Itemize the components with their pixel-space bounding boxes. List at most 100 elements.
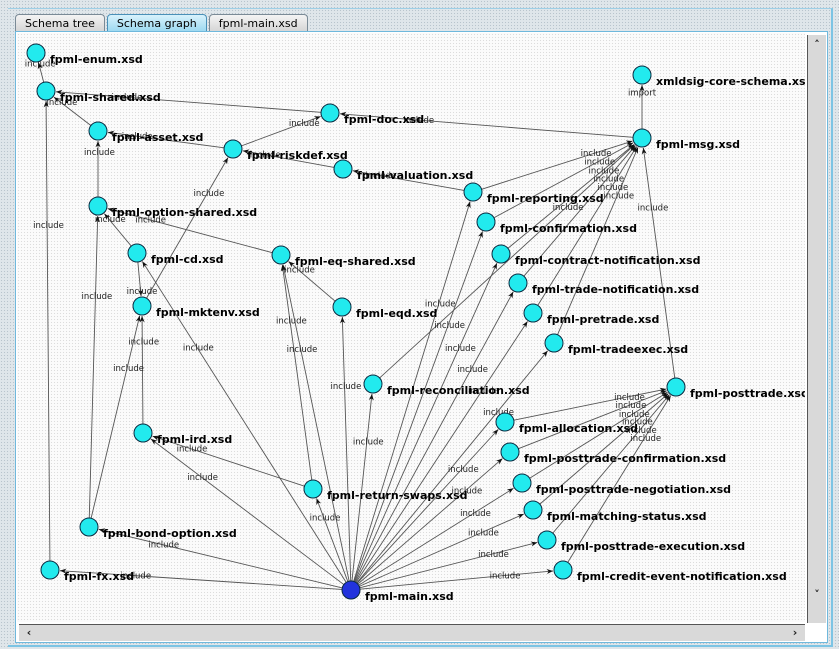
node-fpml-credit-event-notification[interactable]: fpml-credit-event-notification.xsd [553, 560, 787, 583]
scroll-down-icon[interactable]: ˅ [814, 588, 820, 601]
node-circle[interactable] [88, 121, 108, 141]
node-fpml-bond-option[interactable]: fpml-bond-option.xsd [79, 517, 237, 540]
node-circle[interactable] [79, 517, 99, 537]
node-fpml-confirmation[interactable]: fpml-confirmation.xsd [476, 212, 637, 235]
node-fpml-allocation[interactable]: fpml-allocation.xsd [495, 412, 638, 435]
node-circle[interactable] [544, 333, 564, 353]
node-circle[interactable] [88, 196, 108, 216]
node-fpml-ird[interactable]: fpml-ird.xsd [133, 423, 232, 446]
node-fpml-asset[interactable]: fpml-asset.xsd [88, 121, 203, 144]
node-circle[interactable] [26, 43, 46, 63]
node-circle[interactable] [508, 273, 528, 293]
node-circle[interactable] [271, 245, 291, 265]
scroll-right-icon[interactable]: › [792, 626, 798, 639]
node-circle[interactable] [495, 412, 515, 432]
edge-label: include [614, 393, 645, 403]
node-fpml-posttrade-execution[interactable]: fpml-posttrade-execution.xsd [537, 530, 745, 553]
edge-label: include [81, 292, 112, 302]
edge-fpml-main-to-fpml-credit-event-notification [359, 569, 554, 590]
node-circle[interactable] [476, 212, 496, 232]
edge-fpml-doc-to-fpml-shared [55, 89, 322, 113]
node-fpml-shared[interactable]: fpml-shared.xsd [36, 81, 161, 104]
node-label: fpml-pretrade.xsd [547, 313, 659, 326]
node-circle[interactable] [303, 479, 323, 499]
node-label: fpml-option-shared.xsd [112, 206, 257, 219]
edge-label: include [194, 189, 225, 199]
node-circle[interactable] [320, 103, 340, 123]
node-label: fpml-tradeexec.xsd [568, 343, 688, 356]
node-fpml-enum[interactable]: fpml-enum.xsd [26, 43, 143, 66]
edge-label: include [365, 171, 396, 181]
node-circle[interactable] [40, 560, 60, 580]
scroll-left-icon[interactable]: ‹ [26, 626, 32, 639]
node-circle[interactable] [132, 296, 152, 316]
edge-label: include [128, 338, 159, 348]
node-circle[interactable] [333, 159, 353, 179]
edge-label: include [112, 93, 143, 103]
tab-schema-graph[interactable]: Schema graph [106, 14, 207, 32]
node-circle[interactable] [36, 81, 56, 101]
node-fpml-fx[interactable]: fpml-fx.xsd [40, 560, 134, 583]
edge-label: include [148, 541, 179, 551]
node-fpml-main[interactable]: fpml-main.xsd [341, 580, 454, 603]
node-circle[interactable] [666, 377, 686, 397]
node-circle[interactable] [553, 560, 573, 580]
edge-label: include [287, 345, 318, 355]
edge-fpml-posttrade-negotiation-to-fpml-posttrade [529, 391, 668, 479]
node-fpml-eq-shared[interactable]: fpml-eq-shared.xsd [271, 245, 416, 268]
node-circle[interactable] [632, 128, 652, 148]
node-xmldsig-core-schema[interactable]: xmldsig-core-schema.xsd [632, 65, 805, 88]
node-fpml-posttrade-confirmation[interactable]: fpml-posttrade-confirmation.xsd [500, 442, 726, 465]
node-fpml-doc[interactable]: fpml-doc.xsd [320, 103, 424, 126]
tab-schema-tree[interactable]: Schema tree [15, 14, 105, 32]
node-circle[interactable] [523, 303, 543, 323]
node-fpml-msg[interactable]: fpml-msg.xsd [632, 128, 740, 151]
edge-fpml-main-to-fpml-bond-option [98, 528, 343, 589]
edge-fpml-bond-option-to-fpml-mktenv [90, 315, 141, 519]
node-circle[interactable] [133, 423, 153, 443]
node-fpml-posttrade-negotiation[interactable]: fpml-posttrade-negotiation.xsd [512, 473, 731, 496]
root-node-circle[interactable] [341, 580, 361, 600]
node-fpml-trade-notification[interactable]: fpml-trade-notification.xsd [508, 273, 699, 296]
node-fpml-return-swaps[interactable]: fpml-return-swaps.xsd [303, 479, 468, 502]
scroll-up-icon[interactable]: ˄ [814, 38, 820, 51]
edge-label: include [425, 299, 456, 309]
edge-label: include [403, 116, 434, 126]
node-fpml-riskdef[interactable]: fpml-riskdef.xsd [223, 139, 348, 162]
edge-label: include [135, 216, 166, 226]
edge-fpml-main-to-fpml-eq-shared [281, 264, 350, 582]
node-fpml-pretrade[interactable]: fpml-pretrade.xsd [523, 303, 659, 326]
node-circle[interactable] [332, 297, 352, 317]
node-label: fpml-reporting.xsd [487, 192, 604, 205]
horizontal-scrollbar[interactable]: ‹ › [19, 624, 805, 641]
node-circle[interactable] [512, 473, 532, 493]
edge-label: include [638, 204, 669, 214]
graph-canvas[interactable]: include include include include include inclu… [17, 33, 805, 622]
node-circle[interactable] [632, 65, 652, 85]
node-circle[interactable] [491, 244, 511, 264]
node-fpml-mktenv[interactable]: fpml-mktenv.xsd [132, 296, 260, 319]
node-fpml-reporting[interactable]: fpml-reporting.xsd [463, 182, 604, 205]
node-fpml-posttrade[interactable]: fpml-posttrade.xsd [666, 377, 805, 400]
node-fpml-reconciliation[interactable]: fpml-reconciliation.xsd [363, 374, 530, 397]
node-fpml-option-shared[interactable]: fpml-option-shared.xsd [88, 196, 257, 219]
node-circle[interactable] [127, 243, 147, 263]
node-circle[interactable] [537, 530, 557, 550]
node-circle[interactable] [363, 374, 383, 394]
node-fpml-contract-notification[interactable]: fpml-contract-notification.xsd [491, 244, 700, 267]
vertical-scrollbar[interactable]: ˄ ˅ [807, 35, 826, 623]
node-fpml-matching-status[interactable]: fpml-matching-status.xsd [523, 500, 707, 523]
node-fpml-cd[interactable]: fpml-cd.xsd [127, 243, 224, 266]
node-circle[interactable] [523, 500, 543, 520]
node-fpml-tradeexec[interactable]: fpml-tradeexec.xsd [544, 333, 688, 356]
tab-fpml-main-xsd[interactable]: fpml-main.xsd [208, 14, 308, 32]
node-layer: fpml-enum.xsd fpml-shared.xsd fpml-asset.x… [26, 43, 805, 603]
node-fpml-valuation[interactable]: fpml-valuation.xsd [333, 159, 473, 182]
node-circle[interactable] [463, 182, 483, 202]
node-circle[interactable] [500, 442, 520, 462]
edge-label: include [581, 149, 612, 159]
node-circle[interactable] [223, 139, 243, 159]
edge-label: include [553, 203, 584, 213]
edge-label: include [593, 175, 624, 185]
node-fpml-eqd[interactable]: fpml-eqd.xsd [332, 297, 437, 320]
